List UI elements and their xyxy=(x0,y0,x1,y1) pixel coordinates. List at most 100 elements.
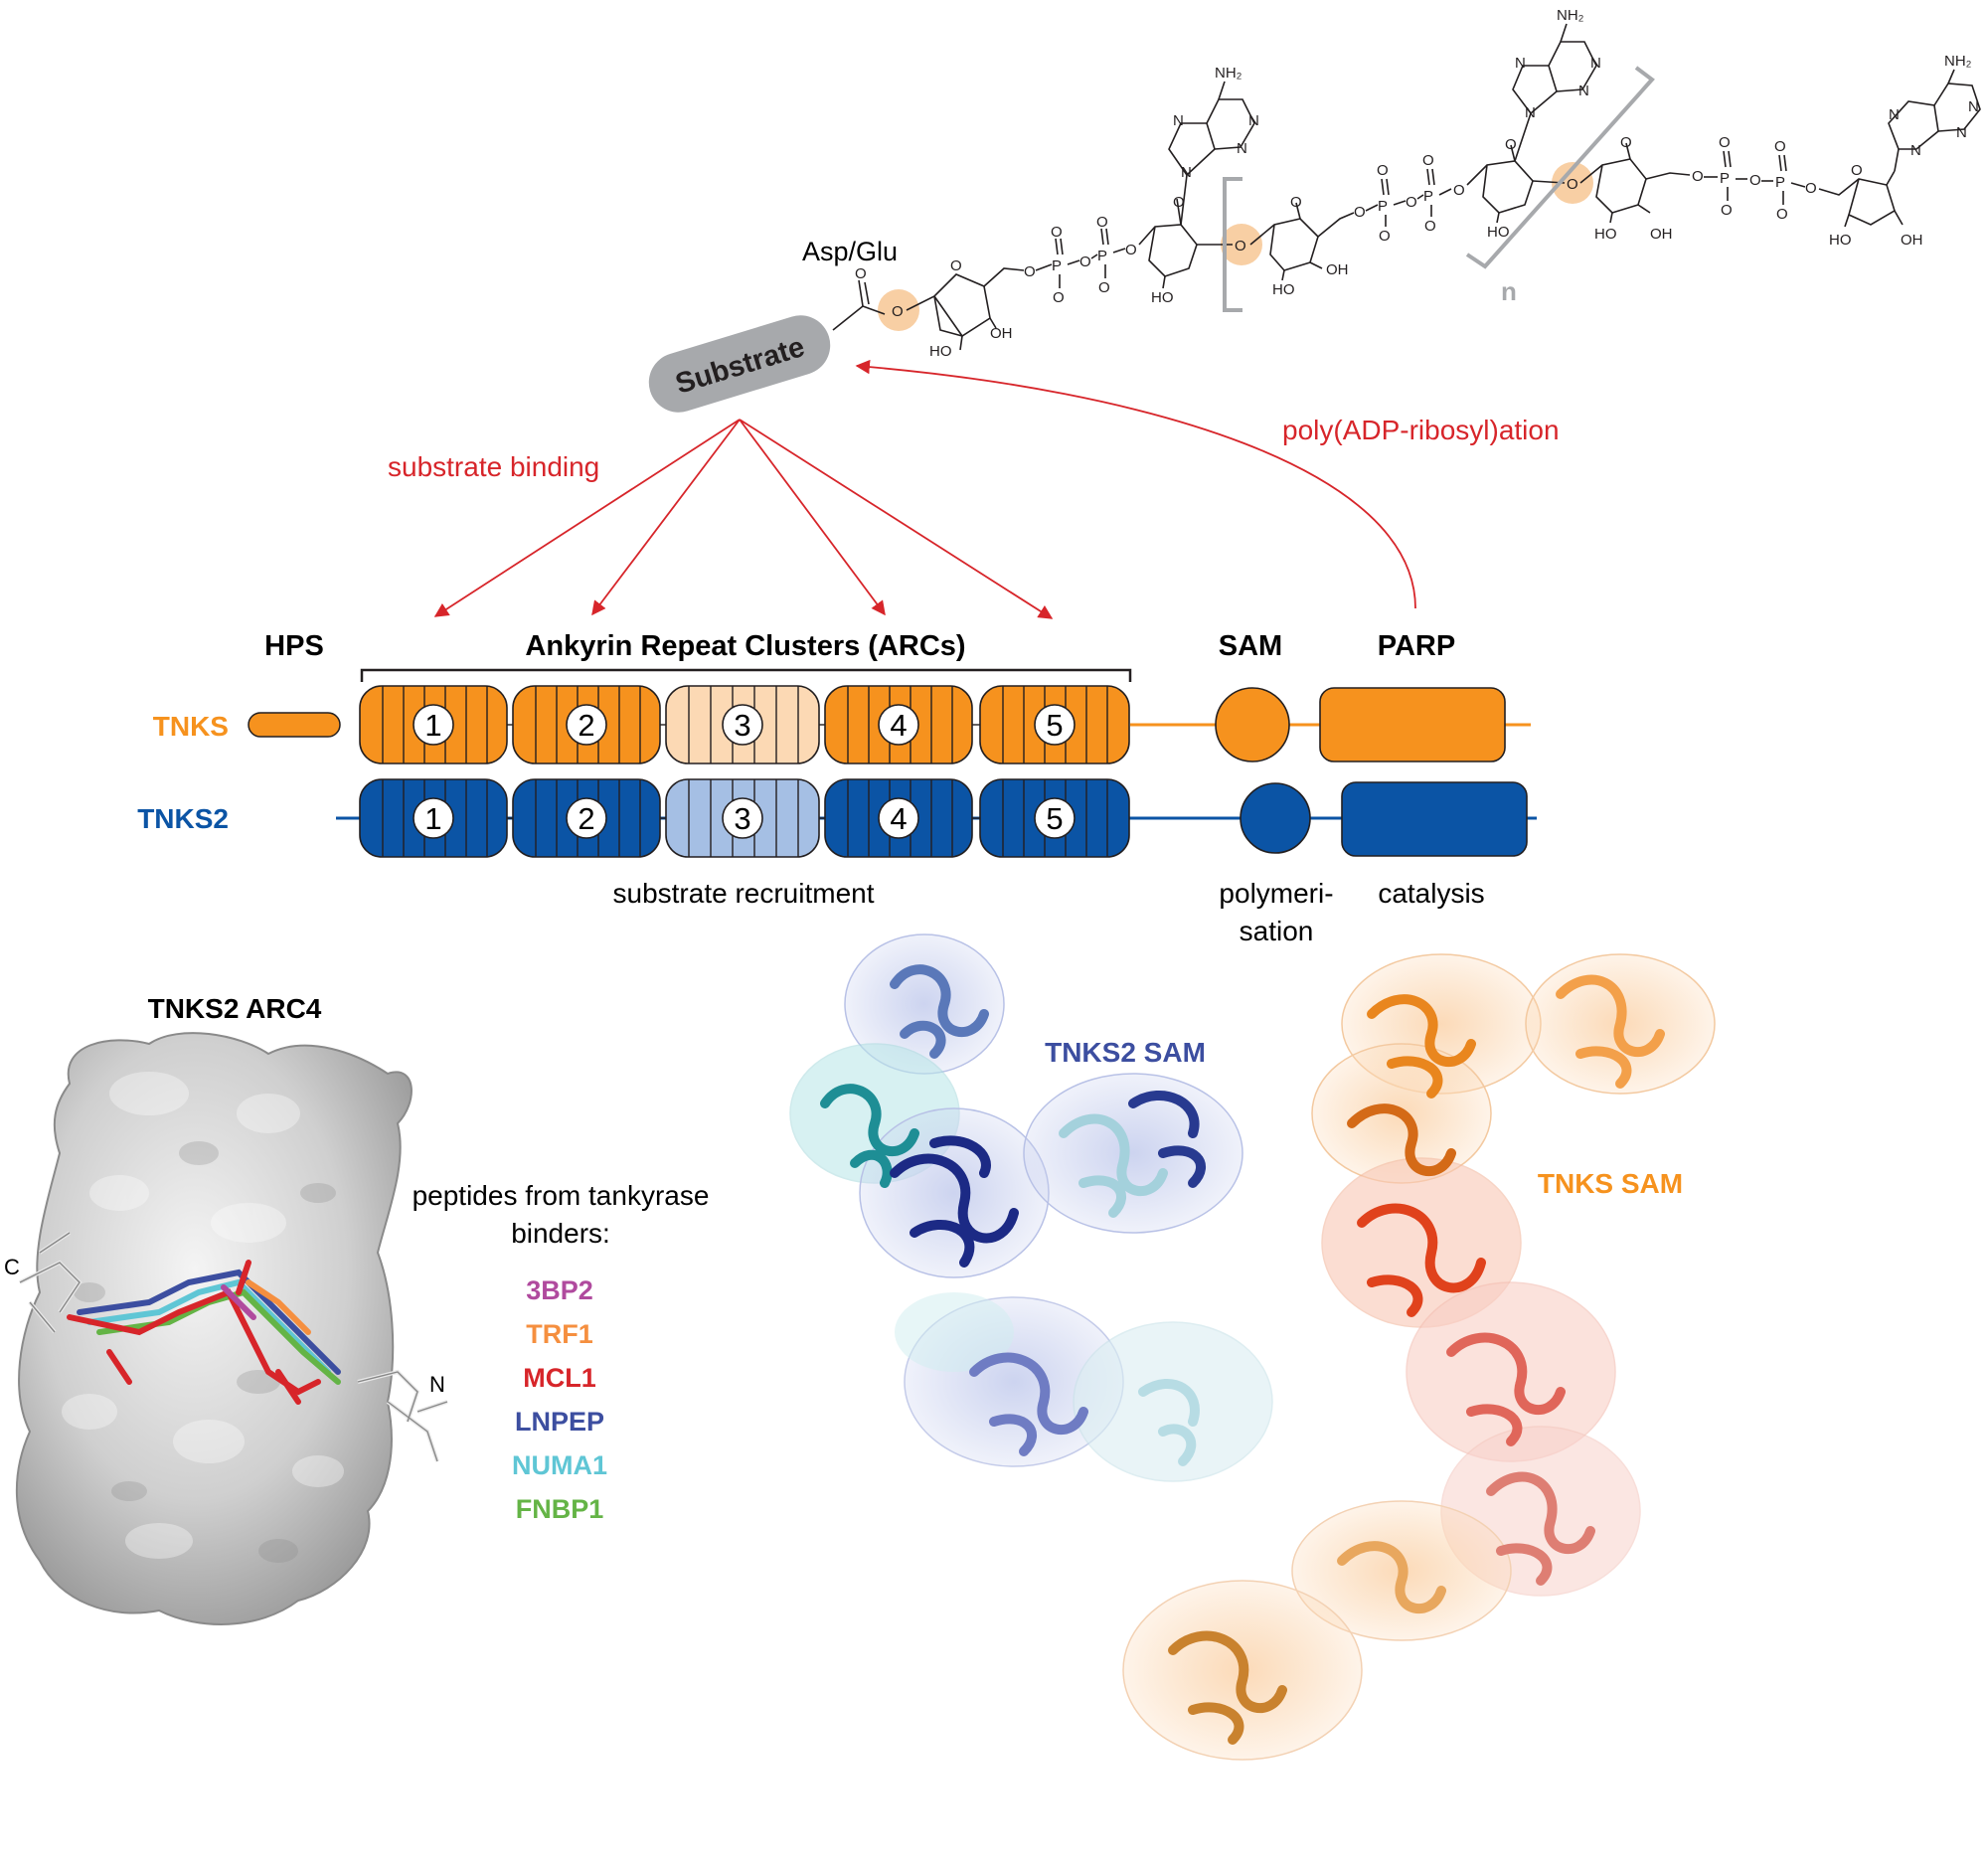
legend-fnbp1: FNBP1 xyxy=(516,1494,604,1524)
adenine1-nh2: NH₂ xyxy=(1215,65,1242,82)
arcs-bracket xyxy=(360,668,1132,682)
sam-label: SAM xyxy=(1219,630,1282,662)
adenine1-n3: N xyxy=(1237,140,1247,157)
ribose2-ho: HO xyxy=(1151,289,1174,306)
tnks-arc5-number: 5 xyxy=(1046,708,1063,743)
legend-3bp2: 3BP2 xyxy=(526,1275,593,1305)
tnks-arc4-number: 4 xyxy=(890,708,907,743)
tnks2-arc4: 4 xyxy=(824,778,973,858)
ribose3-oh: OH xyxy=(1326,261,1349,278)
tnks2-sam-label: TNKS2 SAM xyxy=(1045,1037,1206,1068)
legend-lnpep: LNPEP xyxy=(515,1407,604,1437)
bridge2-o: O xyxy=(1125,242,1137,258)
asp-glu-label: Asp/Glu xyxy=(802,237,898,266)
hps-label: HPS xyxy=(264,630,324,662)
ester-oxygen-highlight xyxy=(878,289,919,331)
tnks2-arc2: 2 xyxy=(512,778,661,858)
glycosidic-oxygen-highlight-2 xyxy=(1552,162,1593,204)
polymerisation-label-line2: sation xyxy=(1240,916,1314,946)
arc4-surface-render: C N xyxy=(4,1032,448,1625)
ribose2-glyco-o: O xyxy=(1235,238,1246,254)
repeat-bracket-right xyxy=(1465,66,1655,269)
ribose1-ring-o: O xyxy=(950,257,962,274)
catalysis-label: catalysis xyxy=(1378,878,1484,909)
ribose5-oh: OH xyxy=(1650,226,1673,243)
adenine2-n3: N xyxy=(1578,83,1589,99)
parylation-arrow xyxy=(855,359,1416,609)
tnks2-arc4-number: 4 xyxy=(890,801,907,836)
substrate-binding-label: substrate binding xyxy=(388,451,599,482)
legend-trf1: TRF1 xyxy=(526,1319,593,1349)
ribose4-ho: HO xyxy=(1487,224,1510,241)
tnks-arc2: 2 xyxy=(512,685,661,764)
tnks-arc2-number: 2 xyxy=(578,708,594,743)
ribose5-o5: O xyxy=(1692,168,1704,185)
ribose3-ho: HO xyxy=(1272,281,1295,298)
phosphate1-o-minus: O xyxy=(1053,289,1065,306)
c-terminus-label: C xyxy=(4,1255,20,1279)
adenine2-n1: N xyxy=(1590,55,1601,72)
ribose1-o5: O xyxy=(1024,263,1036,280)
bridge6-o: O xyxy=(1805,180,1817,197)
phosphate6-o-top: O xyxy=(1774,138,1786,155)
adenine3-n3: N xyxy=(1956,124,1967,141)
substrate-recruitment-label: substrate recruitment xyxy=(613,878,875,909)
tnks2-sam-domain xyxy=(1240,782,1311,854)
arc4-title: TNKS2 ARC4 xyxy=(148,993,322,1024)
ester-o: O xyxy=(892,303,904,320)
tnks2-parp-domain xyxy=(1341,781,1528,857)
tnks-arc3: 3 xyxy=(665,685,820,764)
carbonyl-o: O xyxy=(855,265,867,282)
parp-label: PARP xyxy=(1378,630,1455,662)
phosphate1-p: P xyxy=(1052,257,1062,274)
parylation-label: poly(ADP-ribosyl)ation xyxy=(1282,415,1560,445)
adenine2-n7: N xyxy=(1515,55,1526,72)
tnks-label: TNKS xyxy=(153,711,229,742)
bridge1-o: O xyxy=(1079,254,1091,270)
substrate-pill: Substrate xyxy=(648,315,831,413)
par-chain-structure: Asp/Glu O O O HO OH O P O O O P O O O O xyxy=(802,7,1981,360)
adenine3-n9: N xyxy=(1910,142,1921,159)
ribose6-ring-o: O xyxy=(1851,162,1863,179)
glycosidic-oxygen-highlight-1 xyxy=(1221,224,1262,265)
phosphate6-o-minus: O xyxy=(1776,206,1788,223)
ribose4-ring-o: O xyxy=(1505,136,1517,153)
adenine2-nh2: NH₂ xyxy=(1557,7,1584,24)
phosphate6-p: P xyxy=(1775,174,1785,191)
tnks2-arc2-number: 2 xyxy=(578,801,594,836)
adenine2-n9: N xyxy=(1525,104,1536,121)
adenine1-n1: N xyxy=(1248,112,1259,129)
ribose6-ho: HO xyxy=(1829,232,1852,249)
tnks-sam-label: TNKS SAM xyxy=(1538,1168,1683,1199)
binding-arrow-arc4 xyxy=(739,419,886,616)
phosphate2-p: P xyxy=(1097,248,1107,264)
legend-mcl1: MCL1 xyxy=(523,1363,596,1393)
adenine3-n7: N xyxy=(1889,106,1900,123)
peptide-legend: 3BP2 TRF1 MCL1 LNPEP NUMA1 FNBP1 xyxy=(512,1275,607,1524)
ribose5-ho: HO xyxy=(1594,226,1617,243)
tnks-arc1: 1 xyxy=(359,685,508,764)
ribose6-oh: OH xyxy=(1901,232,1923,249)
binding-arrow-arc5 xyxy=(739,419,1054,619)
phosphate5-o-top: O xyxy=(1719,134,1731,151)
phosphate4-p: P xyxy=(1423,188,1433,205)
repeat-n-label: n xyxy=(1501,276,1517,306)
tnks-sam-polymer-render: TNKS SAM xyxy=(1122,953,1716,1761)
tnks2-arc3: 3 xyxy=(665,778,820,858)
phosphate3-p: P xyxy=(1378,198,1388,215)
adenine3-nh2: NH₂ xyxy=(1944,53,1972,70)
tnks2-label: TNKS2 xyxy=(137,803,229,834)
phosphate3-o-top: O xyxy=(1377,162,1389,179)
ribose3-o5: O xyxy=(1354,204,1366,221)
tnks2-arc5-number: 5 xyxy=(1046,801,1063,836)
phosphate4-o-minus: O xyxy=(1424,218,1436,235)
adenine1-n9: N xyxy=(1181,164,1192,181)
phosphate2-o-top: O xyxy=(1096,214,1108,231)
repeat-bracket-left xyxy=(1223,177,1242,312)
polymerisation-label-line1: polymeri- xyxy=(1219,878,1333,909)
phosphate5-o-minus: O xyxy=(1721,202,1733,219)
tnks2-arc5: 5 xyxy=(979,778,1130,858)
ribose4-glyco-o: O xyxy=(1567,176,1578,193)
tnks-arc5: 5 xyxy=(979,685,1130,764)
